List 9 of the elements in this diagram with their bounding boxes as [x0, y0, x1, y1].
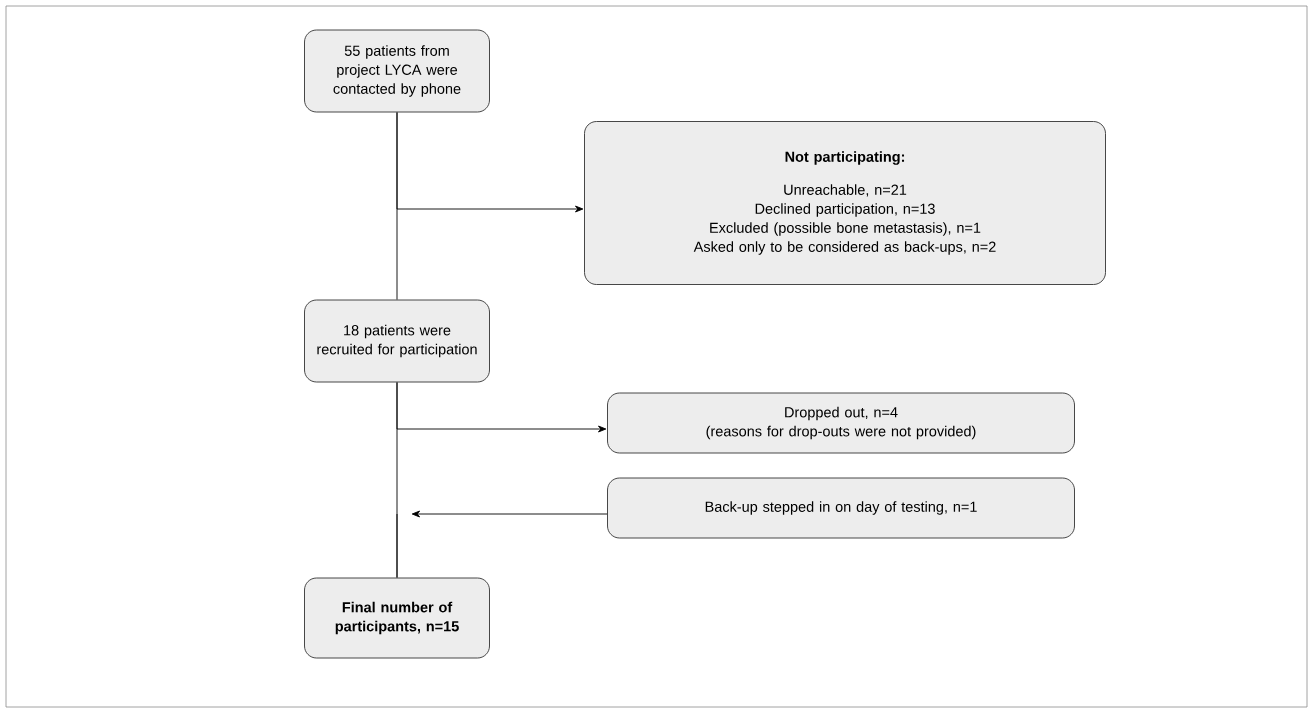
process-box: Not participating: Unreachable, n=21 Declined participation, n=13 Excluded (possible bone metastasis), n=1 Asked only to be considered as back-ups, n=2 — [584, 121, 1106, 285]
process-box: 18 patients were recruited for participation — [304, 299, 490, 383]
process-box: Final number of participants, n=15 — [304, 577, 490, 659]
process-box: 55 patients from project LYCA were contacted by phone — [304, 29, 490, 113]
arrow — [411, 510, 608, 518]
arrow — [396, 112, 584, 213]
arrow — [396, 382, 607, 433]
process-box: Back-up stepped in on day of testing, n=1 — [607, 477, 1075, 539]
process-box: Dropped out, n=4 (reasons for drop-outs were not provided) — [607, 392, 1075, 454]
